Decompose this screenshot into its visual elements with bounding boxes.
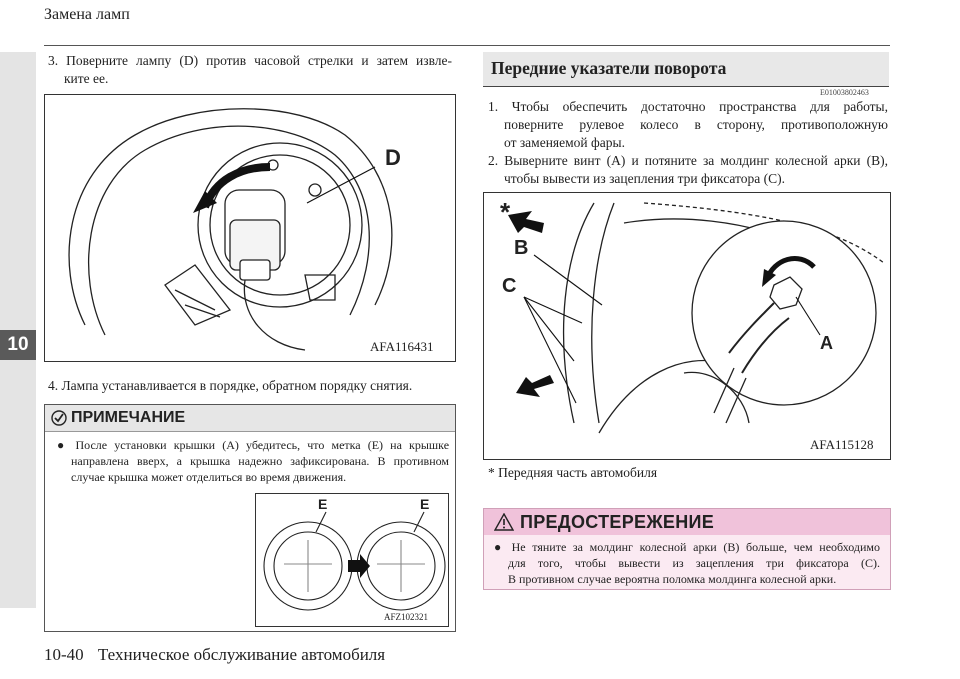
note-line-1: После установки крышки (A) убедитесь, чт… — [75, 438, 450, 452]
figure-label-a: A — [820, 333, 833, 353]
note-line-2: направлена вверх, а крышка надежно зафик… — [71, 454, 449, 468]
figure-label-b: B — [514, 237, 529, 259]
warning-line-3: В противном случае вероятна поломка молд… — [508, 572, 837, 586]
warning-header: ПРЕДОСТЕРЕЖЕНИЕ — [484, 509, 890, 535]
page-number: 10-40 — [44, 645, 84, 664]
figure-code-2: AFZ102321 — [384, 612, 429, 622]
chapter-number: 10 — [0, 330, 36, 360]
book-title: Техническое обслуживание автомобиля — [97, 645, 386, 664]
step-2-line-1: 2. Выверните винт (A) и потяните за молд… — [488, 153, 888, 168]
figure-label-c: C — [502, 275, 517, 297]
bullet-icon: ● — [494, 540, 505, 554]
step-1: 1. Чтобы обеспечить достаточно пространс… — [488, 98, 888, 152]
step-1-line-3: от заменяемой фары. — [504, 135, 625, 150]
wheel-arch-illustration — [508, 202, 885, 434]
warning-line-1: Не тяните за молдинг колесной арки (B) б… — [511, 540, 881, 554]
figure-code-3: AFA115128 — [810, 437, 874, 452]
figure-cover-mark: E E AFZ102321 — [255, 493, 449, 627]
step-3: 3. Поверните лампу (D) против часовой ст… — [48, 52, 452, 88]
figure-label-star: * — [500, 197, 511, 227]
note-line-3: случае крышка может отделиться во время … — [71, 470, 347, 484]
section-header: Передние указатели поворота — [483, 52, 889, 87]
figure-code-1: AFA116431 — [370, 339, 434, 354]
note-text: ● После установки крышки (A) убедитесь, … — [57, 437, 449, 485]
note-title: ПРИМЕЧАНИЕ — [71, 409, 186, 426]
step-1-line-1: 1. Чтобы обеспечить достаточно пространс… — [488, 99, 888, 114]
figure-label-e-2: E — [420, 496, 430, 512]
figure-wheel-arch: * B C A AFA115128 — [483, 192, 891, 460]
note-header: ПРИМЕЧАНИЕ — [45, 405, 455, 432]
figure-footnote: * Передняя часть автомобиля — [488, 465, 658, 480]
page-footer: 10-40 Техническое обслуживание автомобил… — [44, 645, 385, 665]
step-3-number: 3. — [48, 53, 59, 68]
header-rule — [44, 45, 890, 46]
figure-label-d: D — [385, 145, 401, 170]
note-box: ПРИМЕЧАНИЕ ● После установки крышки (A) … — [44, 404, 456, 632]
checkmark-icon — [51, 410, 67, 426]
section-code: E01003802463 — [820, 88, 869, 97]
warning-triangle-icon — [494, 513, 514, 531]
step-1-line-2: поверните рулевое колесо в сторону, прот… — [504, 117, 888, 132]
step-3-line-1: Поверните лампу (D) против часовой стрел… — [66, 53, 452, 68]
bullet-icon: ● — [57, 438, 69, 452]
cover-mark-illustration — [263, 511, 446, 611]
warning-text: ● Не тяните за молдинг колесной арки (B)… — [494, 539, 880, 587]
bulb-removal-illustration — [68, 108, 393, 351]
step-3-line-2: ките ее. — [64, 71, 109, 86]
warning-title: ПРЕДОСТЕРЕЖЕНИЕ — [520, 512, 715, 532]
figure-label-e-1: E — [318, 496, 328, 512]
page-header-title: Замена ламп — [44, 6, 130, 23]
warning-line-2: для того, чтобы вывести из зацепления тр… — [508, 556, 880, 570]
warning-box: ПРЕДОСТЕРЕЖЕНИЕ ● Не тяните за молдинг к… — [483, 508, 891, 590]
figure-bulb-removal: D AFA116431 — [44, 94, 456, 362]
step-2: 2. Выверните винт (A) и потяните за молд… — [488, 152, 888, 188]
step-2-line-2: чтобы вывести из зацепления три фиксатор… — [504, 171, 785, 186]
step-4: 4. Лампа устанавливается в порядке, обра… — [48, 378, 413, 393]
section-title: Передние указатели поворота — [491, 58, 727, 78]
